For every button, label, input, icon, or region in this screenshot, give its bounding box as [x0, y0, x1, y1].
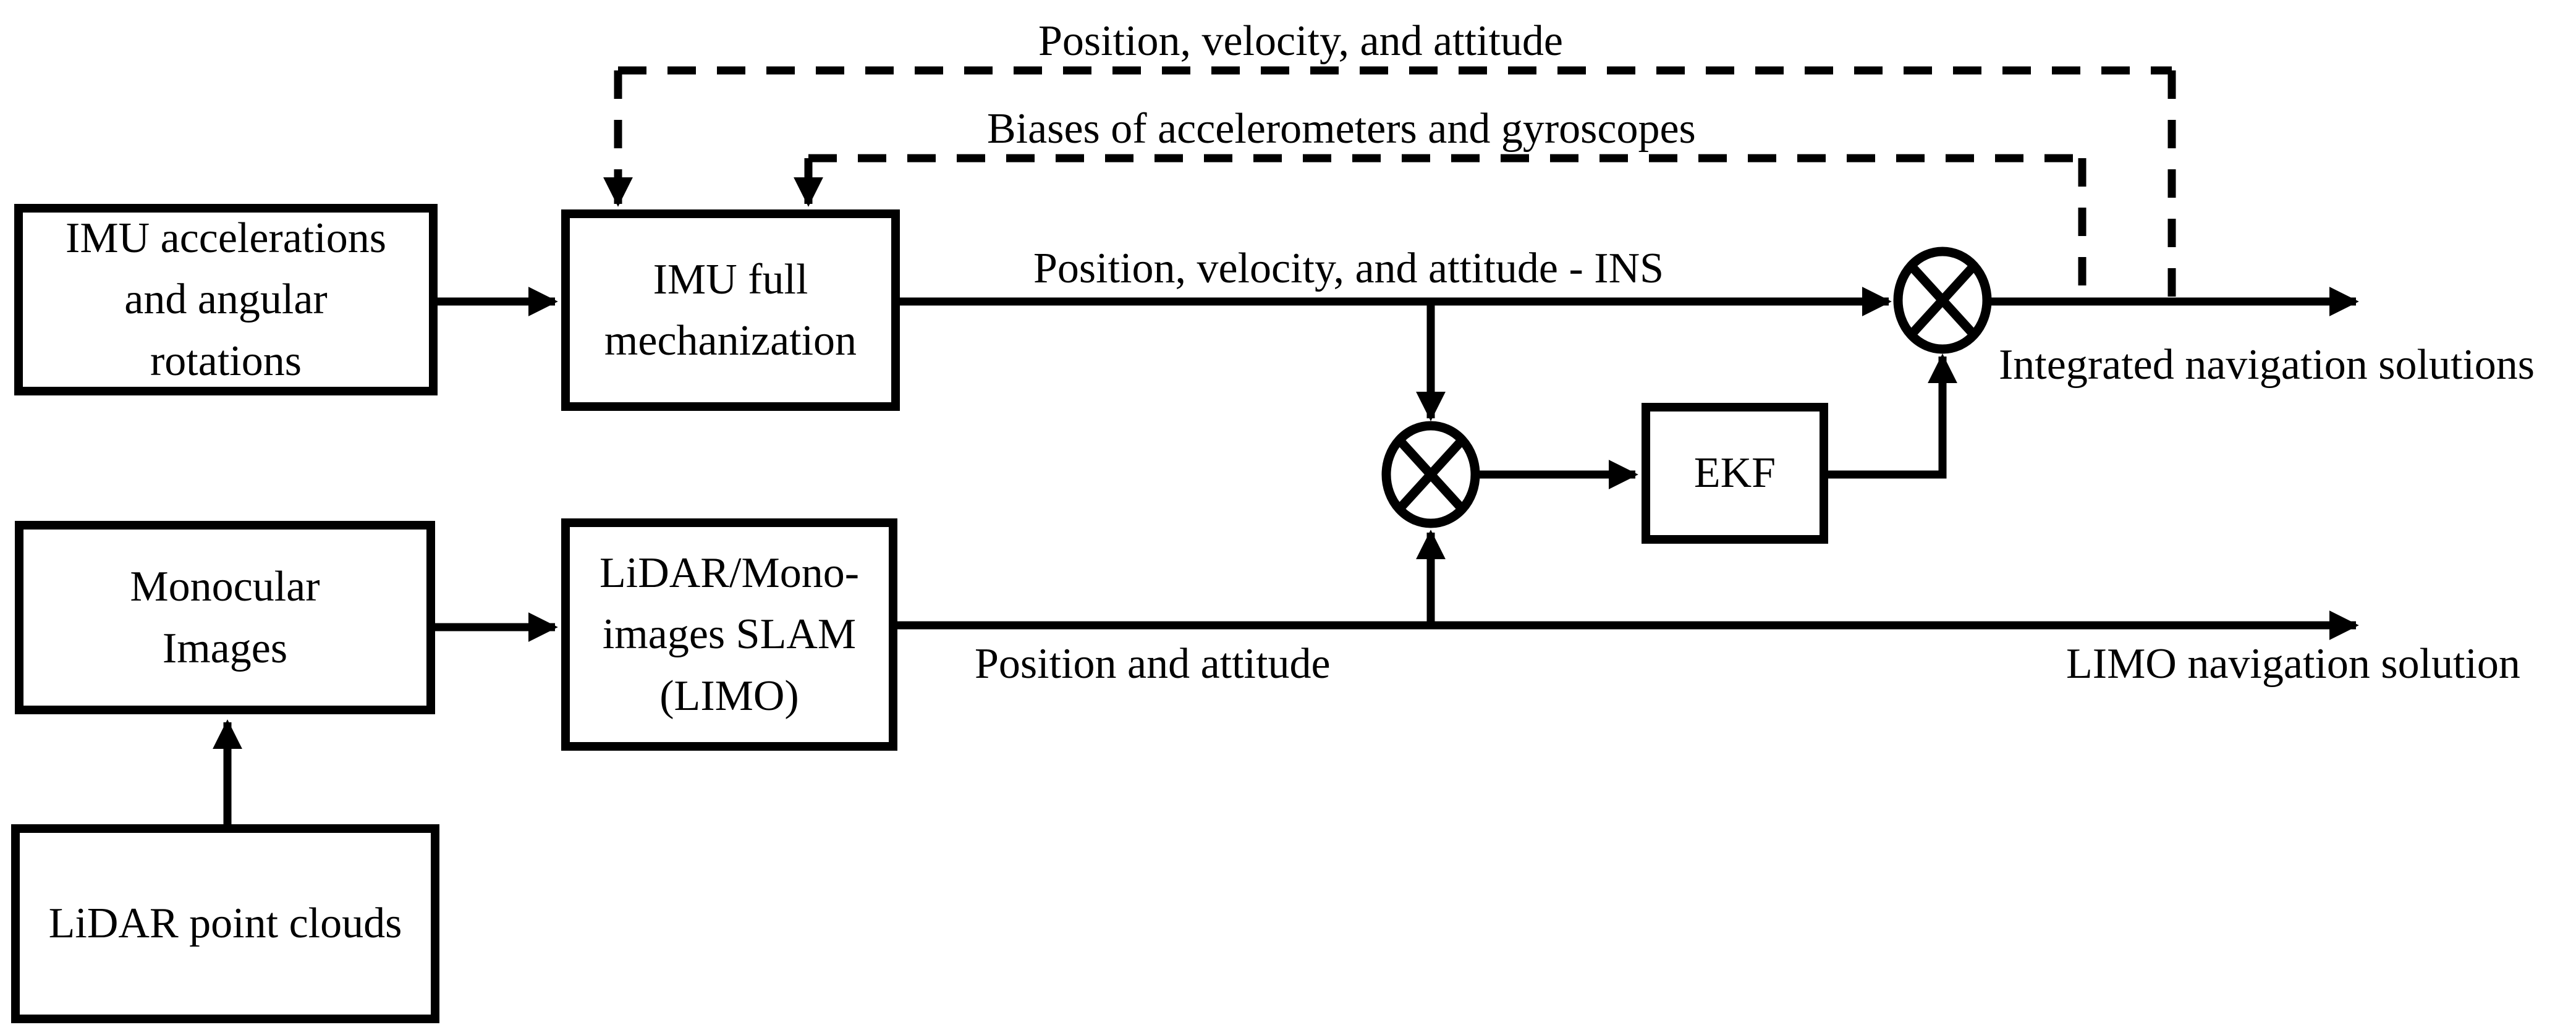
slam-limo-box: LiDAR/Mono- images SLAM (LIMO) [561, 518, 897, 751]
integrated-output-label: Integrated navigation solutions [1999, 341, 2535, 389]
lidar-point-clouds-box: LiDAR point clouds [11, 824, 439, 1023]
imu-mechanization-box: IMU full mechanization [561, 209, 900, 411]
limo-measurement-label: Position and attitude [975, 640, 1331, 688]
monocular-images-box: Monocular Images [15, 521, 435, 714]
ins-output-label: Position, velocity, and attitude - INS [1033, 245, 1664, 292]
otimes-node-lower [1381, 421, 1480, 528]
otimes-node-upper [1893, 247, 1992, 354]
feedback-pva-label: Position, velocity, and attitude [1038, 17, 1563, 65]
ekf-box: EKF [1642, 403, 1828, 544]
limo-output-label: LIMO navigation solution [2066, 640, 2520, 688]
arrow-ekf-to-upper-mixer [1828, 353, 1957, 479]
feedback-biases-label: Biases of accelerometers and gyroscopes [987, 105, 1696, 153]
imu-input-box: IMU accelerations and angular rotations [14, 204, 438, 395]
